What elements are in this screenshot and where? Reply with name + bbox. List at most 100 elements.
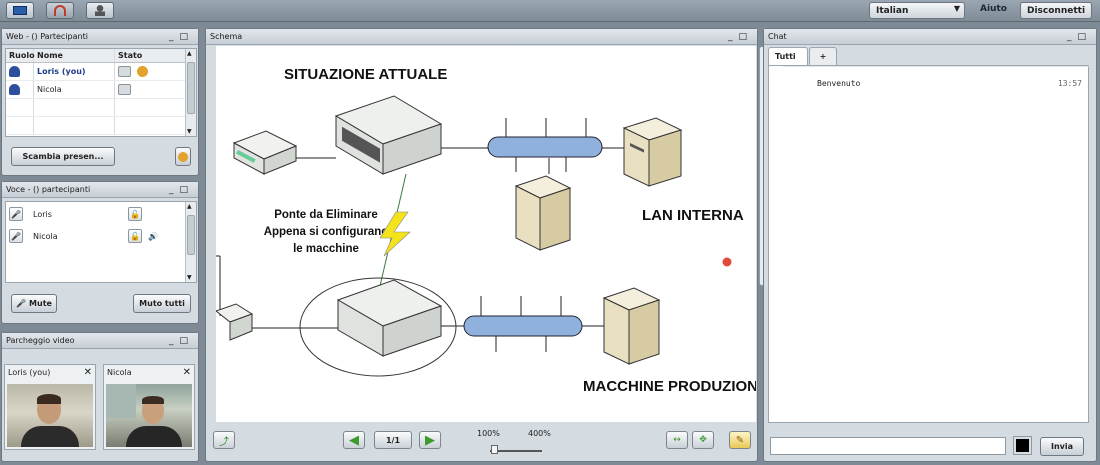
zoom-slider-track[interactable] (490, 450, 542, 452)
divider (783, 66, 1089, 67)
scroll-down-icon[interactable]: ▼ (187, 274, 192, 281)
scroll-up-icon[interactable]: ▲ (187, 203, 192, 210)
empty-row (6, 99, 196, 117)
voice-participant-name: Nicola (33, 231, 58, 241)
scroll-up-icon[interactable]: ▲ (187, 50, 192, 57)
note-line-3: le macchine (293, 243, 359, 255)
voice-participants-panel: Voce - () partecipanti _□ 🎤 Loris 🔓 🎤 Ni… (1, 181, 199, 324)
fit-page-button[interactable]: ✥ (692, 431, 714, 449)
network-switch-bottom (336, 279, 443, 357)
voice-participant-row[interactable]: 🎤 Nicola 🔓 🔊 (9, 227, 179, 245)
whiteboard-toggle-button[interactable]: ✎ (729, 431, 751, 449)
speaker-icon: 🔊 (148, 231, 158, 241)
next-page-button[interactable]: ▶ (419, 431, 441, 449)
previous-page-button[interactable]: ◀ (343, 431, 365, 449)
raise-hand-button[interactable] (175, 147, 191, 166)
schema-controls: ⤴ ◀ 1/1 ▶ 100% 400% ↔ ✥ ✎ (210, 424, 756, 460)
scrollbar[interactable]: ▲ ▼ (185, 202, 196, 282)
scroll-thumb[interactable] (187, 62, 195, 114)
network-diagram: SITUAZIONE ATTUALE LAN INTERNA MACCHINE … (216, 66, 756, 395)
server-lan-1 (622, 117, 683, 187)
chat-input[interactable] (770, 437, 1006, 455)
webcam-video (7, 384, 93, 447)
column-header-status[interactable]: Stato (118, 50, 143, 60)
audio-button[interactable] (46, 2, 74, 19)
scroll-down-icon[interactable]: ▼ (187, 128, 192, 135)
panel-title-text: Schema (210, 32, 243, 41)
column-header-role[interactable]: Ruolo (6, 49, 35, 62)
chevron-down-icon: ▼ (953, 4, 960, 13)
whiteboard-canvas[interactable]: SITUAZIONE ATTUALE LAN INTERNA MACCHINE … (216, 46, 756, 422)
close-icon[interactable]: ✕ (182, 367, 191, 378)
headset-icon (54, 5, 66, 16)
chat-message-text: Benvenuto (817, 79, 861, 88)
panel-controls[interactable]: _□ (168, 336, 194, 346)
tab-all[interactable]: Tutti (768, 47, 808, 65)
close-icon[interactable]: ✕ (83, 367, 92, 378)
desktop-share-button[interactable] (6, 2, 34, 19)
zoom-max-label: 400% (528, 429, 551, 438)
upload-button[interactable]: ⤴ (213, 431, 235, 449)
participants-table: Ruolo Nome Stato Loris (you) Nicola ▲ ▼ (5, 48, 197, 137)
server-lan-2 (514, 175, 572, 251)
fit-width-button[interactable]: ↔ (666, 431, 688, 449)
scroll-thumb[interactable] (187, 215, 195, 255)
column-header-name[interactable]: Nome (34, 49, 115, 62)
video-tile-title: Loris (you) ✕ (5, 365, 95, 381)
cursor-pointer (722, 257, 732, 267)
panel-title: Schema _□ (206, 29, 757, 45)
zoom-slider-handle[interactable] (491, 445, 498, 454)
lightning-icon (379, 211, 411, 257)
panel-controls[interactable]: _□ (168, 32, 194, 42)
chat-messages: Benvenuto 13:57 (768, 65, 1089, 423)
mute-all-button[interactable]: Muto tutti (133, 294, 191, 313)
presenter-icon (9, 66, 20, 77)
panel-controls[interactable]: _□ (168, 185, 194, 195)
send-button[interactable]: Invia (1040, 437, 1084, 456)
webcam-status-icon[interactable] (118, 84, 131, 95)
panel-title-text: Chat (768, 32, 787, 41)
lock-icon[interactable]: 🔓 (128, 207, 142, 221)
voice-participant-name: Loris (33, 209, 52, 219)
panel-title: Web - () Partecipanti _□ (2, 29, 198, 45)
page-indicator[interactable]: 1/1 (374, 431, 412, 449)
webcam-video (106, 384, 192, 447)
webcam-button[interactable] (86, 2, 114, 19)
video-tile[interactable]: Nicola ✕ (103, 364, 195, 450)
zoom-min-label: 100% (477, 429, 500, 438)
lan-bus-top (487, 118, 603, 172)
text-color-picker[interactable] (1013, 436, 1032, 455)
panel-title: Parcheggio video _□ (2, 333, 198, 349)
panel-title-text: Web - () Partecipanti (6, 32, 88, 41)
switch-presenter-button[interactable]: Scambia presen... (11, 147, 115, 166)
disconnect-button[interactable]: Disconnetti (1020, 2, 1092, 19)
mute-button[interactable]: 🎤 Mute (11, 294, 57, 313)
upload-icon: ⤴ (219, 436, 229, 448)
video-tile[interactable]: Loris (you) ✕ (4, 364, 96, 450)
panel-controls[interactable]: _□ (1066, 32, 1092, 42)
panel-controls[interactable]: _□ (727, 32, 753, 42)
help-link[interactable]: Aiuto (980, 4, 1007, 14)
participant-name: Nicola (34, 81, 115, 98)
pencil-icon: ✎ (735, 434, 745, 446)
modem-device (232, 130, 298, 175)
network-switch-top (334, 95, 443, 175)
participant-row[interactable]: Nicola (6, 81, 196, 99)
lan-bus-bottom (463, 296, 583, 352)
lock-icon[interactable]: 🔓 (128, 229, 142, 243)
panel-title-text: Parcheggio video (6, 336, 75, 345)
arrow-left-icon: ◀ (349, 432, 359, 448)
participant-row[interactable]: Loris (you) (6, 63, 196, 81)
language-select[interactable]: Italian ▼ (869, 2, 965, 19)
scrollbar[interactable]: ▲ ▼ (185, 49, 196, 136)
webcam-status-icon[interactable] (118, 66, 131, 77)
voice-participant-row[interactable]: 🎤 Loris 🔓 (9, 205, 179, 223)
voice-list: 🎤 Loris 🔓 🎤 Nicola 🔓 🔊 ▲ ▼ (5, 201, 197, 283)
slide-heading-prod: MACCHINE PRODUZIONE (583, 378, 756, 395)
video-tile-name: Nicola (107, 368, 132, 377)
slide-heading-top: SITUAZIONE ATTUALE (284, 66, 447, 83)
add-tab-button[interactable]: + (809, 47, 837, 65)
left-device (216, 303, 254, 341)
web-participants-panel: Web - () Partecipanti _□ Ruolo Nome Stat… (1, 28, 199, 176)
hand-icon[interactable] (137, 66, 148, 77)
